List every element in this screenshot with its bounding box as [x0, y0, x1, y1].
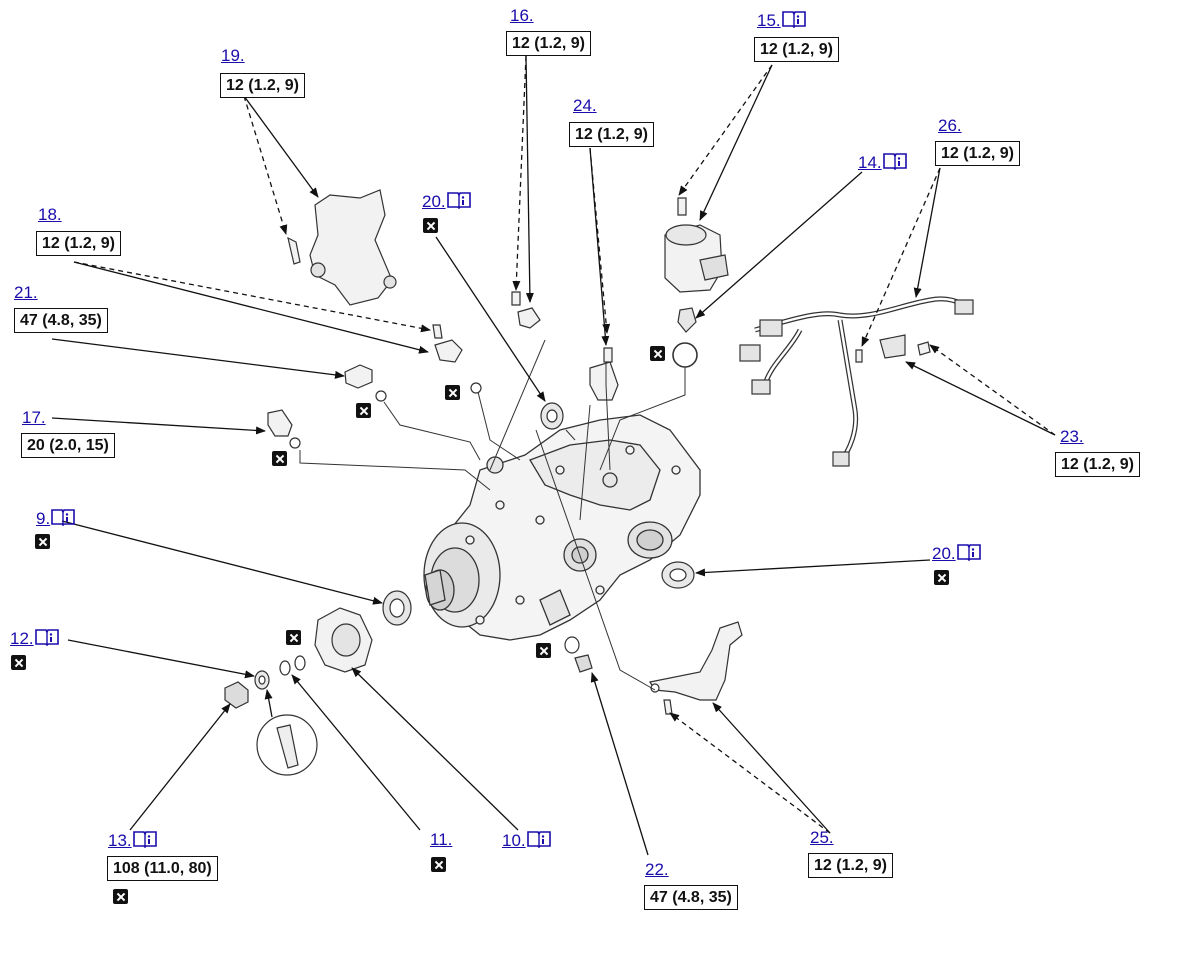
- callout-24: 24.: [573, 96, 597, 116]
- torque-spec-25: 12 (1.2, 9): [808, 853, 893, 878]
- ref-link-16[interactable]: 16.: [510, 6, 534, 25]
- o-ring-part-14: [672, 342, 698, 368]
- sensor-part-18: [434, 339, 463, 363]
- drain-plug-washer-part-22: [564, 636, 580, 654]
- callout-21: 21.: [14, 283, 38, 303]
- callout-9: 9.: [36, 508, 75, 529]
- callout-14: 14.: [858, 152, 907, 173]
- callout-25: 25.: [810, 828, 834, 848]
- ref-link-23[interactable]: 23.: [1060, 427, 1084, 446]
- callout-20a: 20.: [422, 191, 471, 212]
- replace-part-icon-11: [431, 857, 446, 872]
- torque-spec-21: 47 (4.8, 35): [14, 308, 108, 333]
- ref-link-19[interactable]: 19.: [221, 46, 245, 65]
- manual-book-icon[interactable]: [781, 10, 806, 28]
- o-ring-part-11: [294, 655, 306, 671]
- replace-part-icon-12: [11, 655, 26, 670]
- manual-book-icon[interactable]: [956, 543, 981, 561]
- replace-part-icon-17: [272, 451, 287, 466]
- replace-part-icon-14: [650, 346, 665, 361]
- ref-link-12[interactable]: 12.: [10, 629, 59, 648]
- ref-link-10[interactable]: 10.: [502, 831, 551, 850]
- replace-part-icon-18: [445, 385, 460, 400]
- torque-spec-22: 47 (4.8, 35): [644, 885, 738, 910]
- torque-spec-23: 12 (1.2, 9): [1055, 452, 1140, 477]
- sensor-part-17: [267, 409, 293, 437]
- ref-link-20b[interactable]: 20.: [932, 544, 981, 563]
- bracket-part-24: [589, 361, 619, 401]
- leader-lines: [51, 55, 1056, 856]
- ref-link-26[interactable]: 26.: [938, 116, 962, 135]
- assembly-lines: [299, 339, 686, 691]
- callout-16: 16.: [510, 6, 534, 26]
- callout-19: 19.: [221, 46, 245, 66]
- ref-link-21[interactable]: 21.: [14, 283, 38, 302]
- torque-spec-19: 12 (1.2, 9): [220, 73, 305, 98]
- callout-13: 13.: [108, 830, 157, 851]
- torque-spec-18: 12 (1.2, 9): [36, 231, 121, 256]
- manual-book-icon[interactable]: [132, 830, 157, 848]
- switch-part-21: [344, 364, 373, 389]
- manual-book-icon[interactable]: [34, 628, 59, 646]
- callout-17: 17.: [22, 408, 46, 428]
- replace-part-icon-20a: [423, 218, 438, 233]
- clip-part-16: [517, 307, 541, 329]
- callout-10: 10.: [502, 830, 551, 851]
- ref-link-20a[interactable]: 20.: [422, 192, 471, 211]
- ref-link-9[interactable]: 9.: [36, 509, 75, 528]
- callout-12: 12.: [10, 628, 59, 649]
- torque-spec-13: 108 (11.0, 80): [107, 856, 218, 881]
- replace-part-icon-22: [536, 643, 551, 658]
- transfer-case-housing: [423, 414, 701, 641]
- ref-link-18[interactable]: 18.: [38, 205, 62, 224]
- ref-link-15[interactable]: 15.: [757, 11, 806, 30]
- ref-link-17[interactable]: 17.: [22, 408, 46, 427]
- callout-15: 15.: [757, 10, 806, 31]
- callout-20b: 20.: [932, 543, 981, 564]
- manual-book-icon[interactable]: [446, 191, 471, 209]
- manual-book-icon[interactable]: [51, 508, 75, 526]
- callout-22: 22.: [645, 860, 669, 880]
- torque-spec-15: 12 (1.2, 9): [754, 37, 839, 62]
- torque-spec-17: 20 (2.0, 15): [21, 433, 115, 458]
- replace-part-icon-9: [35, 534, 50, 549]
- lock-nut-part-13: [224, 681, 249, 709]
- ref-link-14[interactable]: 14.: [858, 153, 907, 172]
- bracket-part-19: [309, 189, 393, 306]
- replace-part-icon-21: [356, 403, 371, 418]
- torque-spec-16: 12 (1.2, 9): [506, 31, 591, 56]
- ref-link-24[interactable]: 24.: [573, 96, 597, 115]
- ref-link-25[interactable]: 25.: [810, 828, 834, 847]
- replace-part-icon-11-diagram: [286, 630, 301, 645]
- callout-18: 18.: [38, 205, 62, 225]
- ref-link-11[interactable]: 11.: [430, 830, 453, 849]
- torque-spec-24: 12 (1.2, 9): [569, 122, 654, 147]
- callout-26: 26.: [938, 116, 962, 136]
- callout-11: 11.: [430, 830, 452, 850]
- manual-book-icon[interactable]: [526, 830, 551, 848]
- ref-link-22[interactable]: 22.: [645, 860, 669, 879]
- bracket-part-25: [649, 621, 743, 701]
- dashed-leader-lines: [73, 55, 1056, 834]
- replace-part-icon-13: [113, 889, 128, 904]
- callout-23: 23.: [1060, 427, 1084, 447]
- torque-spec-26: 12 (1.2, 9): [935, 141, 1020, 166]
- manual-book-icon[interactable]: [882, 152, 907, 170]
- replace-part-icon-20b: [934, 570, 949, 585]
- parts: [224, 189, 974, 776]
- ref-link-13[interactable]: 13.: [108, 831, 157, 850]
